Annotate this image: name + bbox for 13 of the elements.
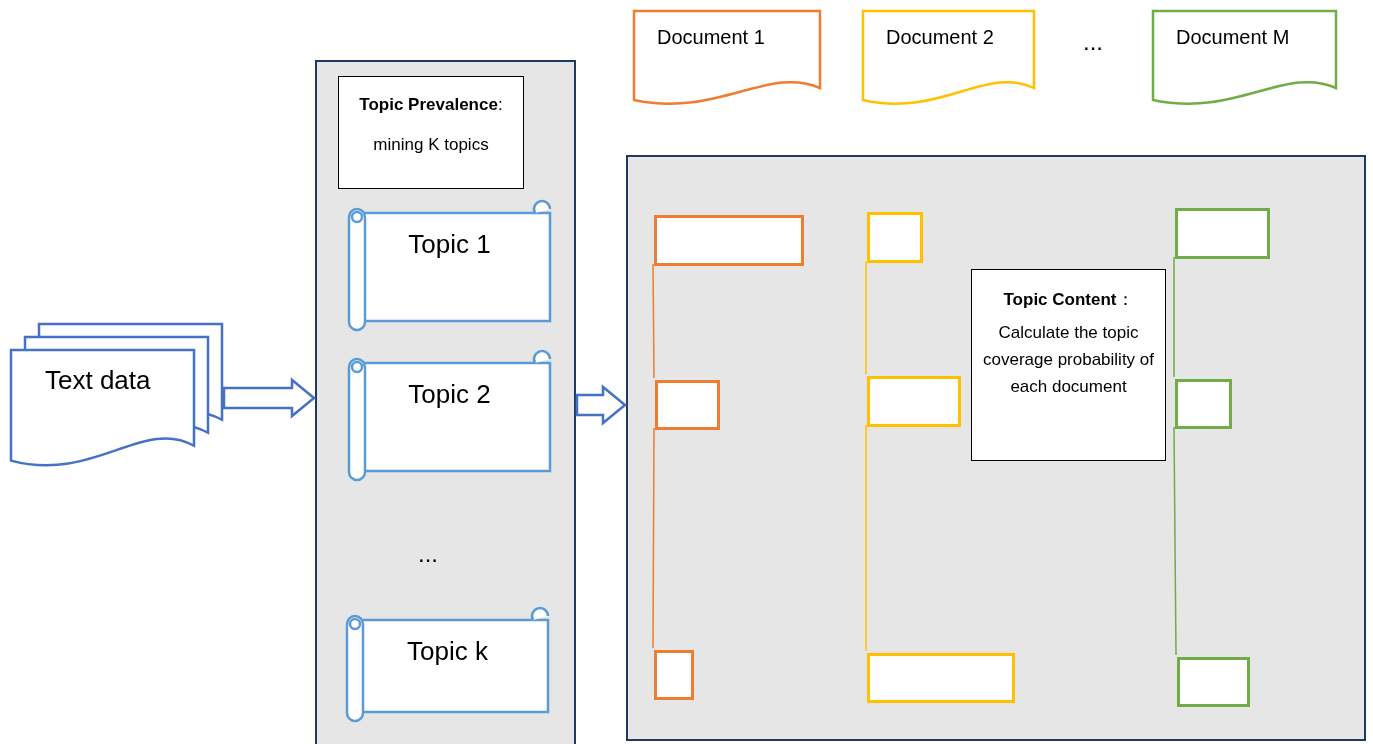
node-label: Topic k [406,636,489,667]
node-description: mining K topics [372,135,490,155]
node-label: Topic 2 [407,379,492,410]
node-label: Document M [1176,26,1291,49]
node-label: Topic Content： [1002,289,1135,311]
ellipsis-text: ... [418,540,438,568]
node-label: Text data [45,365,152,396]
node-description: Calculate the topic coverage probability of each document [981,322,1155,398]
node-label: Topic 1 [407,229,492,260]
node-label: Topic Prevalence: [358,95,504,115]
node-label: Document 1 [657,26,766,49]
node-label: Document 2 [886,26,995,49]
ellipsis-text: ... [1083,28,1103,56]
